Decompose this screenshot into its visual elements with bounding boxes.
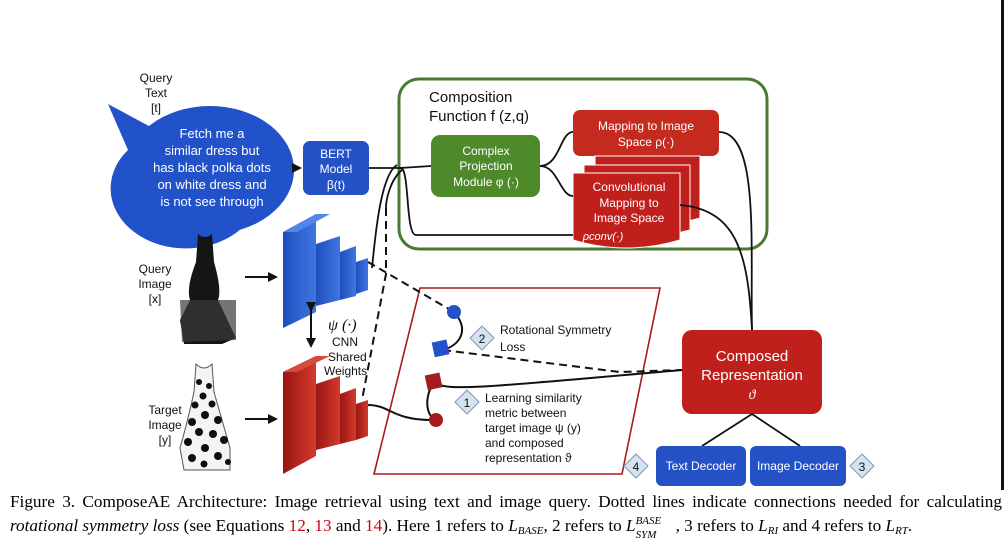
svg-text:Target: Target	[148, 403, 182, 417]
svg-text:4: 4	[633, 460, 640, 474]
mapping-image-space-box: Mapping to Image Space ρ(·)	[573, 110, 719, 156]
query-text-label: Query Text [t]	[140, 71, 173, 115]
svg-text:Model: Model	[320, 162, 353, 176]
badge-3: 3	[849, 453, 875, 479]
svg-text:Representation: Representation	[701, 367, 803, 384]
svg-text:[y]: [y]	[159, 433, 172, 447]
bert-model-box: BERT Model β(t)	[303, 141, 369, 195]
query-text-bubble: Fetch me a similar dress but has black p…	[108, 104, 294, 249]
rotational-loss-label: Rotational Symmetry Loss	[500, 323, 611, 354]
svg-text:[t]: [t]	[151, 101, 161, 115]
svg-text:Complex: Complex	[462, 144, 509, 158]
svg-text:Shared: Shared	[328, 350, 367, 364]
composed-representation-box: Composed Representation ϑ	[682, 330, 822, 414]
loss-rt: LRT	[885, 516, 908, 537]
query-image-dress	[180, 234, 236, 344]
svg-text:Image Space: Image Space	[594, 211, 665, 225]
target-composed-square	[424, 372, 443, 391]
svg-text:Image Decoder: Image Decoder	[757, 459, 839, 473]
svg-text:Text Decoder: Text Decoder	[666, 459, 737, 473]
image-decoder-box: Image Decoder	[750, 446, 846, 486]
svg-text:target image ψ (y): target image ψ (y)	[485, 421, 581, 435]
svg-text:Query: Query	[139, 262, 172, 276]
target-image-label: Target Image [y]	[148, 403, 182, 447]
target-image-dress	[179, 362, 231, 471]
equation-ref-13[interactable]: 13	[314, 516, 332, 535]
svg-text:Query: Query	[140, 71, 173, 85]
svg-text:Composed: Composed	[716, 348, 789, 365]
equation-ref-12[interactable]: 12	[288, 516, 306, 535]
query-image-label: Query Image [x]	[138, 262, 172, 306]
svg-text:3: 3	[859, 460, 866, 474]
svg-text:Projection: Projection	[459, 159, 512, 173]
figure-caption: Figure 3. ComposeAE Architecture: Image …	[10, 492, 1002, 541]
svg-text:CNN: CNN	[332, 335, 358, 349]
svg-text:ϑ: ϑ	[749, 388, 757, 403]
badge-1: 1	[454, 389, 480, 415]
svg-text:β(t): β(t)	[327, 178, 345, 192]
dashed-connections	[361, 208, 683, 401]
svg-text:BERT: BERT	[320, 147, 352, 161]
svg-text:Fetch me a: Fetch me a	[179, 126, 245, 141]
svg-text:Image: Image	[138, 277, 172, 291]
complex-projection-box: Complex Projection Module φ (·)	[431, 135, 540, 197]
svg-text:Weights: Weights	[324, 364, 367, 378]
conv-mapping-box: Convolutional Mapping to Image Space ρco…	[572, 155, 701, 249]
svg-text:ρconv(·): ρconv(·)	[582, 231, 624, 243]
text-decoder-box: Text Decoder	[656, 446, 746, 486]
svg-text:2: 2	[479, 332, 486, 346]
cnn-shared-label: ψ (·) CNN Shared Weights	[324, 317, 367, 378]
svg-text:is not see through: is not see through	[160, 194, 263, 209]
right-border	[1001, 0, 1004, 490]
learning-metric-label: Learning similarity metric between targe…	[485, 391, 582, 465]
caption-line-1: Figure 3. ComposeAE Architecture: Image …	[10, 492, 1002, 511]
composition-function-box: Composition Function f (z,q)	[397, 77, 769, 251]
svg-text:ψ (·): ψ (·)	[328, 317, 357, 334]
loss-panel	[372, 287, 661, 475]
svg-text:has black polka dots: has black polka dots	[153, 160, 271, 175]
svg-text:Composition: Composition	[429, 89, 512, 106]
cnn-target-stack	[283, 356, 368, 474]
loss-ri: LRI	[758, 516, 779, 537]
svg-text:Text: Text	[145, 86, 168, 100]
loss-base: LBASE	[508, 516, 544, 537]
composition-connections	[369, 131, 753, 331]
target-embedding-dot	[429, 413, 443, 427]
svg-text:[x]: [x]	[149, 292, 162, 306]
decoder-connections	[701, 413, 801, 447]
svg-text:Module φ (·): Module φ (·)	[453, 175, 519, 189]
svg-text:Space ρ(·): Space ρ(·)	[618, 135, 674, 149]
svg-text:on white dress and: on white dress and	[157, 177, 266, 192]
architecture-diagram: Query Text [t] Fetch me a similar dress …	[108, 71, 875, 486]
svg-text:representation ϑ: representation ϑ	[485, 451, 572, 465]
cnn-query-stack	[283, 214, 368, 328]
svg-text:similar dress but: similar dress but	[165, 143, 260, 158]
svg-text:Mapping to Image: Mapping to Image	[598, 119, 694, 133]
query-composed-square	[431, 339, 450, 358]
caption-italic: rotational symmetry loss	[10, 516, 180, 535]
svg-text:metric between: metric between	[485, 406, 566, 420]
svg-text:Image: Image	[148, 418, 182, 432]
svg-text:Function f (z,q): Function f (z,q)	[429, 108, 529, 125]
svg-text:1: 1	[464, 396, 471, 410]
badge-4: 4	[623, 453, 649, 479]
svg-text:Convolutional: Convolutional	[593, 180, 666, 194]
query-embedding-dot	[447, 305, 461, 319]
svg-text:Loss: Loss	[500, 340, 525, 354]
svg-text:Rotational Symmetry: Rotational Symmetry	[500, 323, 611, 337]
equation-ref-14[interactable]: 14	[365, 516, 383, 535]
svg-text:Mapping to: Mapping to	[599, 196, 659, 210]
svg-text:and composed: and composed	[485, 436, 564, 450]
badge-2: 2	[469, 325, 495, 351]
svg-text:Learning similarity: Learning similarity	[485, 391, 582, 405]
